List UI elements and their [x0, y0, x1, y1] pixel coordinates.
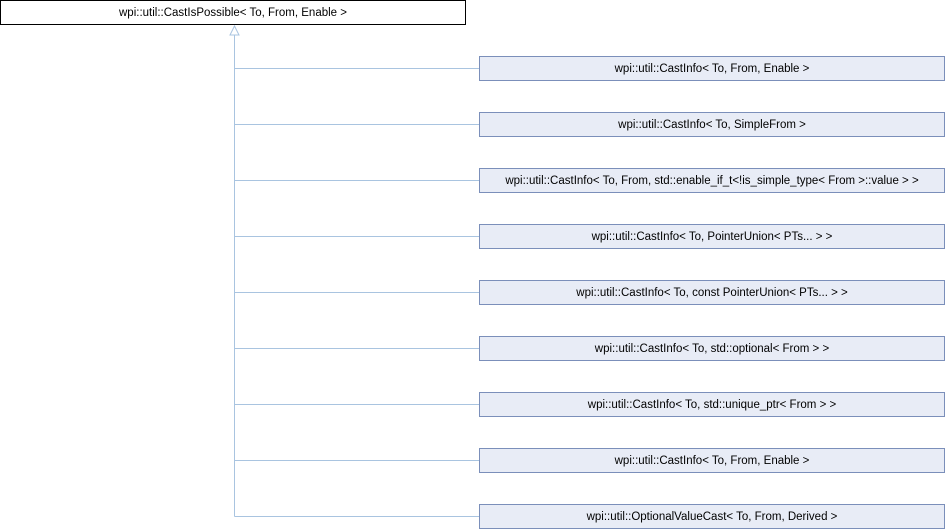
- derived-class-node[interactable]: wpi::util::CastInfo< To, const PointerUn…: [479, 280, 945, 305]
- derived-class-node[interactable]: wpi::util::CastInfo< To, std::optional< …: [479, 336, 945, 361]
- derived-class-label: wpi::util::CastInfo< To, std::optional< …: [594, 342, 830, 355]
- derived-class-label: wpi::util::CastInfo< To, From, Enable >: [614, 454, 810, 467]
- derived-class-label: wpi::util::CastInfo< To, const PointerUn…: [576, 286, 848, 299]
- derived-class-label: wpi::util::CastInfo< To, From, std::enab…: [505, 174, 919, 187]
- derived-class-label: wpi::util::CastInfo< To, SimpleFrom >: [618, 118, 806, 131]
- derived-class-node[interactable]: wpi::util::CastInfo< To, From, Enable >: [479, 56, 945, 81]
- derived-class-node[interactable]: wpi::util::CastInfo< To, SimpleFrom >: [479, 112, 945, 137]
- derived-class-label: wpi::util::CastInfo< To, std::unique_ptr…: [587, 398, 837, 411]
- root-class-label: wpi::util::CastIsPossible< To, From, Ena…: [119, 6, 347, 19]
- derived-class-node[interactable]: wpi::util::CastInfo< To, From, Enable >: [479, 448, 945, 473]
- edge-arrowhead: [229, 24, 240, 36]
- derived-class-node[interactable]: wpi::util::CastInfo< To, From, std::enab…: [479, 168, 945, 193]
- derived-class-node[interactable]: wpi::util::OptionalValueCast< To, From, …: [479, 504, 945, 529]
- edge-group: [229, 24, 479, 517]
- derived-class-node[interactable]: wpi::util::CastInfo< To, std::unique_ptr…: [479, 392, 945, 417]
- derived-class-label: wpi::util::CastInfo< To, PointerUnion< P…: [591, 230, 833, 243]
- derived-class-label: wpi::util::OptionalValueCast< To, From, …: [586, 510, 838, 523]
- derived-class-node[interactable]: wpi::util::CastInfo< To, PointerUnion< P…: [479, 224, 945, 249]
- root-class-node[interactable]: wpi::util::CastIsPossible< To, From, Ena…: [0, 0, 466, 25]
- derived-class-label: wpi::util::CastInfo< To, From, Enable >: [614, 62, 810, 75]
